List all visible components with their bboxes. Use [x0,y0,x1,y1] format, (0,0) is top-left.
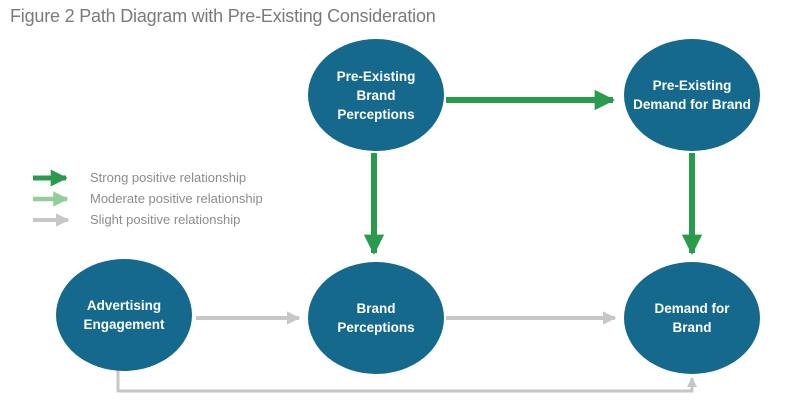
moderate-arrow-right-icon [33,190,69,207]
node-label-line: Brand [356,301,396,316]
node-label-line: Brand [672,320,712,335]
legend-row-moderate: Moderate positive relationship [32,188,263,209]
node-label-line: Perceptions [337,320,415,335]
node-label-line: Brand [356,87,396,103]
node-pre-existing-demand-for-brand: Pre-Existing Demand for Brand [624,39,760,151]
node-brand-perceptions: Brand Perceptions [308,262,444,374]
node-label-line: Pre-Existing [336,68,416,84]
legend-row-slight: Slight positive relationship [32,209,263,230]
node-label-line: Pre-Existing [652,78,732,93]
node-label-line: Demand for Brand [633,97,751,112]
legend: Strong positive relationship Moderate po… [32,167,263,230]
node-label-line: Perceptions [337,106,415,122]
slight-arrow-right-icon [33,212,70,227]
node-advertising-engagement: Advertising Engagement [56,259,192,371]
node-label-line: Demand for [654,301,730,316]
legend-label-moderate: Moderate positive relationship [90,191,263,206]
arrow-advertising-to-demand-bottom-path [116,370,698,393]
node-label-line: Advertising [86,298,162,313]
legend-label-slight: Slight positive relationship [90,212,241,227]
figure-title: Figure 2 Path Diagram with Pre-Existing … [10,6,436,26]
node-demand-for-brand: Demand for Brand [624,262,760,374]
node-pre-existing-brand-perceptions: Pre-Existing Brand Perceptions [308,39,444,151]
legend-label-strong: Strong positive relationship [90,170,247,185]
strong-arrow-right-icon [33,169,68,186]
legend-row-strong: Strong positive relationship [32,167,263,188]
node-label-line: Engagement [83,317,165,332]
